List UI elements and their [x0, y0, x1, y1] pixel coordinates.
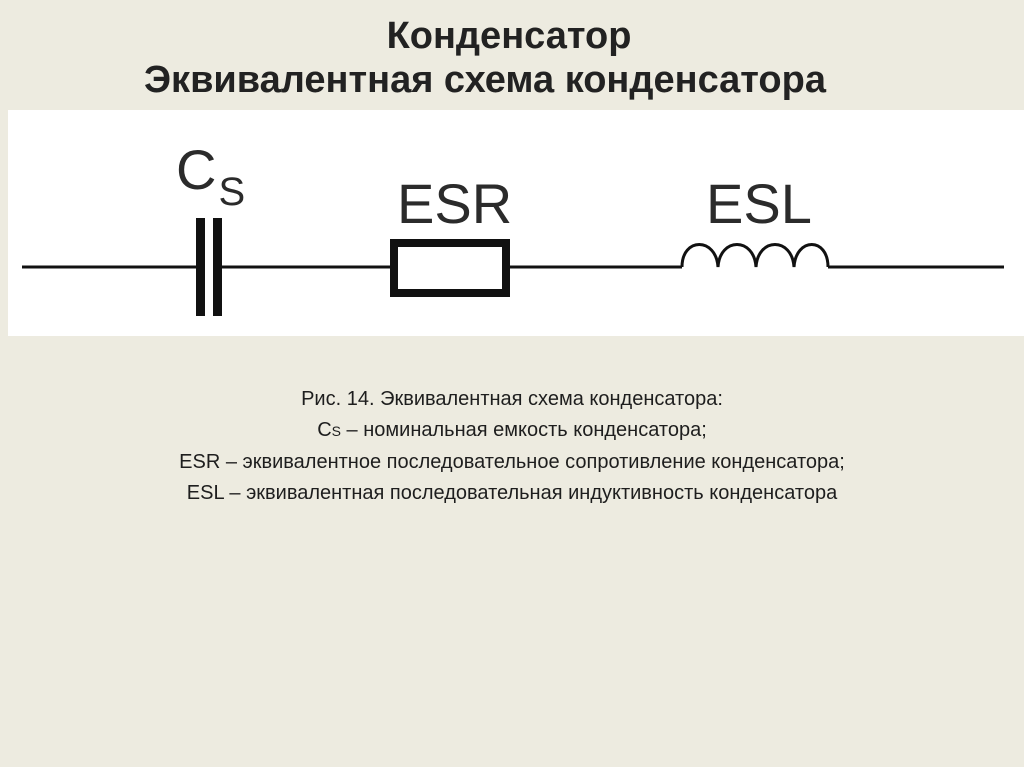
capacitor-plate-right [213, 218, 222, 316]
caption-line-3: ESR – эквивалентное последовательное соп… [179, 451, 845, 473]
caption-line-2: CS – номинальная емкость конденсатора; [0, 415, 1024, 447]
inductor-coil [680, 243, 830, 268]
caption-cs-main: C [317, 419, 332, 441]
resistor-body [390, 239, 510, 297]
page-title: Конденсатор [386, 15, 632, 57]
caption-line-4: ESL – эквивалентная последовательная инд… [186, 482, 838, 504]
capacitor-plate-left [196, 218, 205, 316]
capacitor-label-sub: S [218, 170, 246, 214]
caption-cs-sub: S [331, 423, 341, 439]
resistor-label: ESR [397, 172, 513, 235]
caption-line-1: Рис. 14. Эквивалентная схема конденсатор… [301, 388, 723, 410]
caption-cs-text: – номинальная емкость конденсатора; [341, 419, 707, 441]
page-subtitle: Эквивалентная схема конденсатора [144, 59, 826, 101]
figure-caption: Рис. 14. Эквивалентная схема конденсатор… [0, 384, 1024, 509]
circuit-svg [22, 218, 1004, 316]
capacitor-label-main: C [176, 138, 217, 201]
circuit-diagram: CS ESR ESL [8, 110, 1024, 336]
capacitor-label: CS [176, 142, 245, 215]
inductor-label: ESL [706, 172, 812, 235]
